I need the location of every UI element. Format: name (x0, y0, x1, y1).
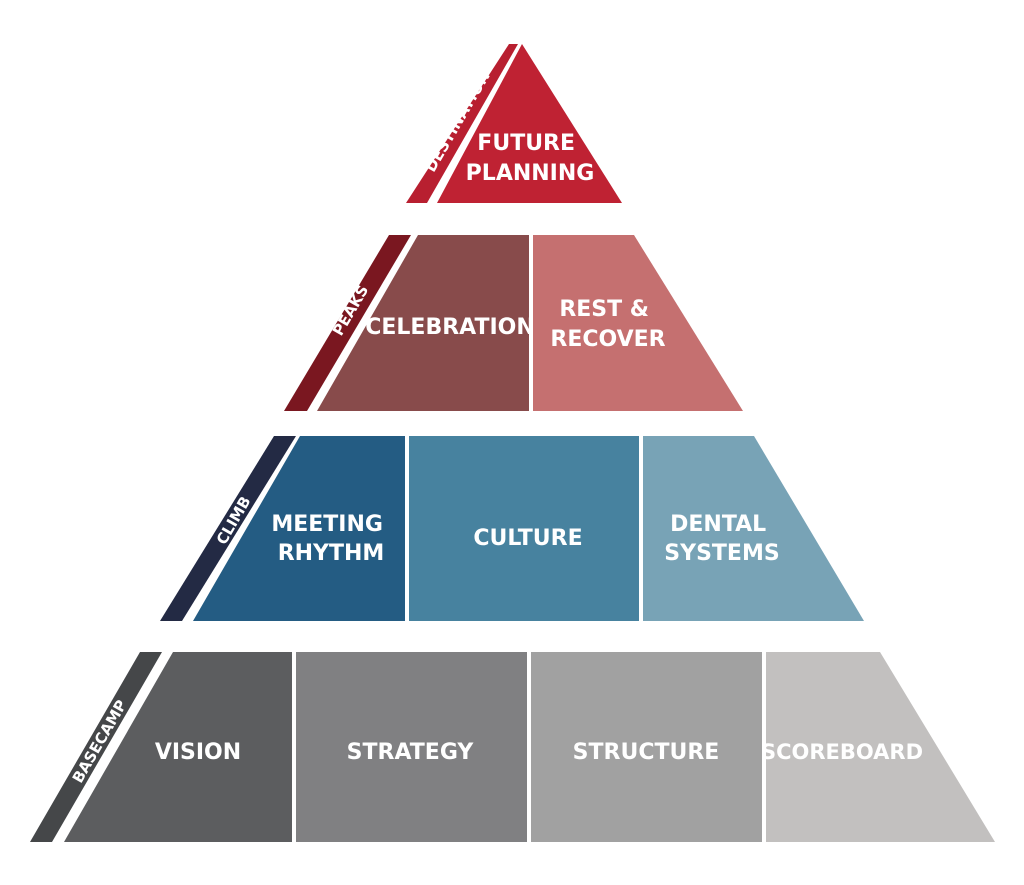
cell-meeting-rhythm-label: MEETING RHYTHM (271, 512, 390, 566)
cell-rest-recover-label: REST & RECOVER (550, 297, 665, 352)
cell-culture-label: CULTURE (473, 526, 582, 551)
cell-vision-label: VISION (155, 740, 241, 765)
cell-scoreboard-label: SCOREBOARD (761, 740, 923, 764)
cell-vision (64, 652, 292, 842)
cell-scoreboard (766, 652, 995, 842)
cell-structure-label: STRUCTURE (573, 740, 720, 765)
tier-peaks: PEAKS CELEBRATION REST & RECOVER (284, 235, 743, 411)
cell-future-planning (437, 44, 622, 203)
cell-rest-recover (533, 235, 743, 411)
tier-destination: DESTINATION FUTURE PLANNING (406, 44, 622, 203)
tier-climb: CLIMB MEETING RHYTHM CULTURE DENTAL SYST… (160, 436, 864, 621)
tier-strip-destination (406, 44, 518, 203)
cell-culture (409, 436, 639, 621)
cell-dental-systems (643, 436, 864, 621)
cell-strategy-label: STRATEGY (347, 740, 475, 765)
tier-basecamp: BASECAMP VISION STRATEGY STRUCTURE SCORE… (30, 652, 995, 842)
tier-strip-basecamp (30, 652, 162, 842)
cell-dental-systems-label: DENTAL SYSTEMS (664, 512, 779, 566)
cell-future-planning-label: FUTURE PLANNING (466, 131, 595, 186)
cell-celebration (317, 235, 529, 411)
cell-strategy (296, 652, 527, 842)
cell-celebration-label: CELEBRATION (365, 315, 535, 340)
cell-structure (531, 652, 762, 842)
tier-strip-climb (160, 436, 296, 621)
tier-strip-peaks (284, 235, 411, 411)
cell-meeting-rhythm (193, 436, 405, 621)
